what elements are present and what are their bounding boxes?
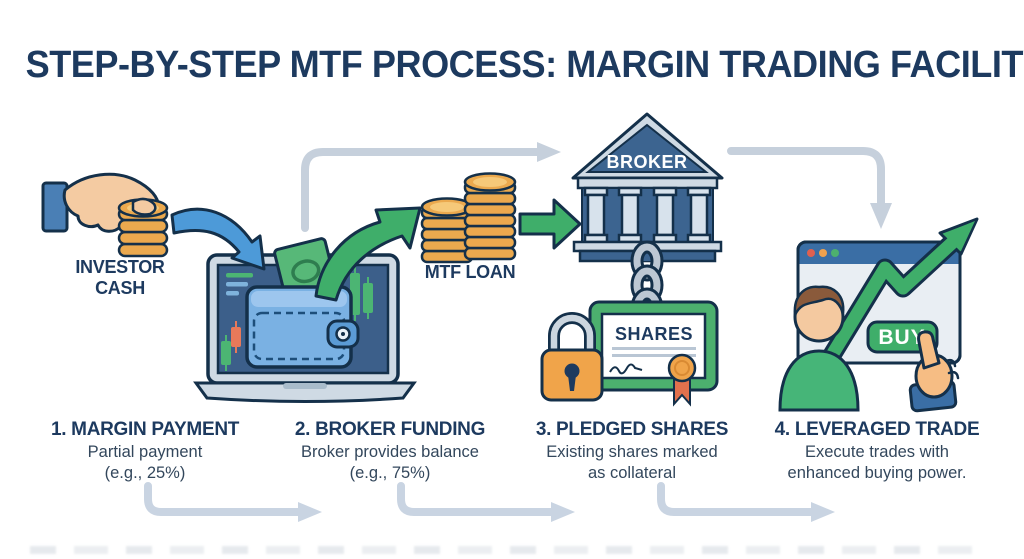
investor-cash-label: INVESTOR CASH: [75, 257, 165, 298]
step-heading: 3. PLEDGED SHARES: [535, 419, 729, 440]
bottom-flow-arrow-1-icon: [144, 482, 322, 522]
green-curved-arrow-icon: [314, 206, 422, 302]
broker-label: BROKER: [606, 152, 687, 172]
screen-menu-lines: [226, 273, 253, 296]
page-title: STEP-BY-STEP MTF PROCESS: MARGIN TRADING…: [25, 44, 1024, 86]
bank-building-icon: BROKER: [571, 112, 724, 263]
share-certificate-padlock-icon: SHARES: [540, 300, 719, 407]
person-hair: [793, 285, 845, 320]
green-right-arrow-icon: [518, 198, 582, 250]
signature: [609, 363, 643, 375]
step-heading: 2. BROKER FUNDING: [294, 419, 486, 440]
laptop-base: [193, 381, 417, 403]
roof-inner: [585, 123, 709, 173]
step-caption-1: 1. MARGIN PAYMENT Partial payment(e.g., …: [25, 418, 265, 484]
browser-dot-orange: [819, 249, 827, 257]
trader-person: [778, 285, 860, 412]
shares-label: SHARES: [615, 324, 693, 344]
entablature: [576, 176, 719, 190]
cropped-text-artifact: [30, 546, 990, 554]
ribbon-seal: [667, 353, 697, 407]
right-coin-stack: [463, 172, 517, 261]
step-caption-3: 3. PLEDGED SHARES Existing shares marked…: [512, 418, 752, 484]
step-heading: 1. MARGIN PAYMENT: [50, 419, 240, 440]
columns: [583, 186, 712, 244]
pointing-hand: [908, 330, 960, 413]
mtf-loan-label: MTF LOAN: [424, 262, 516, 282]
padlock: [540, 312, 604, 402]
browser-dot-red: [807, 249, 815, 257]
step-heading: 4. LEVERAGED TRADE: [774, 419, 980, 440]
step-desc: Broker provides balance(e.g., 75%): [301, 443, 479, 482]
index-finger: [917, 330, 941, 370]
step-desc: Partial payment(e.g., 25%): [87, 443, 203, 482]
hand-giving-coins-icon: [41, 172, 169, 258]
flow-arrow-laptop-to-broker-icon: [301, 142, 561, 232]
browser-dot-green: [831, 249, 839, 257]
buy-label: BUY: [878, 326, 925, 349]
finger: [131, 197, 157, 216]
bottom-flow-arrow-3-icon: [657, 482, 835, 522]
gold-coin-stacks-icon: [420, 172, 517, 264]
left-coin-stack: [420, 197, 474, 264]
blue-curved-arrow-icon: [170, 207, 266, 271]
person-body: [778, 349, 860, 412]
growth-arrow: [822, 217, 979, 365]
step-caption-2: 2. BROKER FUNDING Broker provides balanc…: [270, 418, 510, 484]
flow-arrow-broker-to-trade-icon: [727, 147, 892, 229]
bottom-flow-arrow-2-icon: [397, 482, 575, 522]
browser-buy-trader-icon: BUY: [778, 217, 979, 413]
